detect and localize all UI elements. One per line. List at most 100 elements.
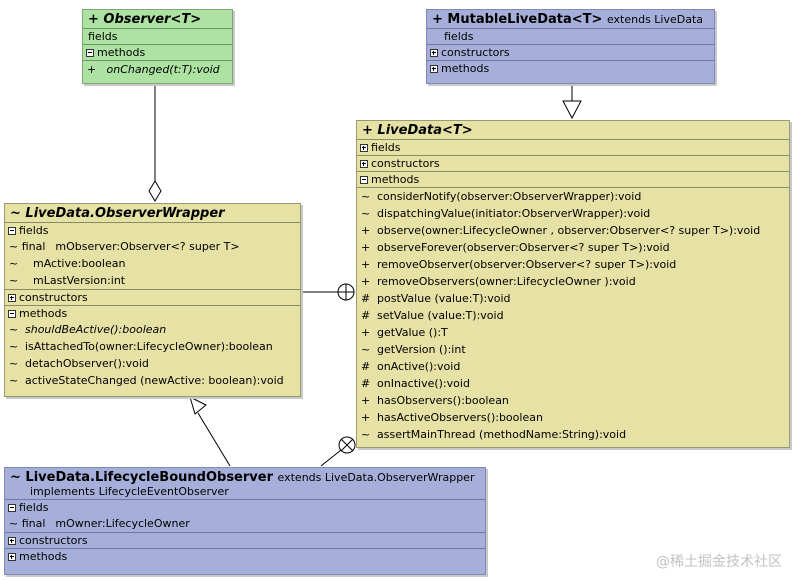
constructors-label: constructors [371, 157, 440, 170]
lifecycle-bound-observer-class[interactable]: ~ LiveData.LifecycleBoundObserver extend… [4, 467, 486, 575]
member-signature: detachObserver():void [25, 357, 149, 370]
collapse-icon[interactable] [8, 310, 16, 318]
expand-icon[interactable] [430, 65, 438, 73]
method-signature: onChanged(t:T):void [106, 63, 220, 76]
visibility-marker: ~ [361, 190, 371, 203]
member-signature: setValue (value:T):void [377, 309, 504, 322]
method-row: + onChanged(t:T):void [83, 61, 232, 78]
expand-icon[interactable] [8, 537, 16, 545]
constructors-section[interactable]: constructors [5, 533, 485, 549]
visibility-marker: + [361, 394, 371, 407]
member-row: #onInactive():void [357, 375, 789, 392]
mutable-livedata-class[interactable]: + MutableLiveData<T> extends LiveData fi… [426, 9, 715, 84]
class-title: ~ LiveData.ObserverWrapper [5, 204, 300, 223]
extends-clause: extends LiveData [606, 13, 704, 26]
visibility-marker: + [361, 224, 371, 237]
expand-icon[interactable] [8, 553, 16, 561]
observer-wrapper-class[interactable]: ~ LiveData.ObserverWrapper fields ~ fina… [4, 203, 301, 397]
method-list: ~shouldBeActive():boolean~isAttachedTo(o… [5, 321, 300, 389]
methods-section[interactable]: methods [427, 61, 714, 76]
class-title: + MutableLiveData<T> extends LiveData [427, 10, 714, 29]
collapse-icon[interactable] [86, 49, 94, 57]
methods-section[interactable]: methods [5, 549, 485, 564]
member-row: ~dispatchingValue(initiator:ObserverWrap… [357, 205, 789, 222]
livedata-class[interactable]: + LiveData<T> fields constructors method… [356, 120, 790, 448]
fields-section[interactable]: fields [5, 223, 300, 238]
class-title: + LiveData<T> [357, 121, 789, 140]
extends-clause: extends LiveData.ObserverWrapper [277, 471, 475, 484]
constructors-label: constructors [19, 291, 88, 304]
visibility-marker: ~ [9, 257, 19, 270]
visibility-marker: + [361, 411, 371, 424]
visibility-marker: # [361, 292, 371, 305]
visibility-marker: ~ [361, 343, 371, 356]
member-row: +removeObservers(owner:LifecycleOwner ):… [357, 273, 789, 290]
bound-nesting-line [320, 449, 342, 467]
visibility-marker: ~ [9, 274, 19, 287]
visibility-marker: ~ final [9, 517, 46, 530]
member-row: ~ getVersion ():int [357, 341, 789, 358]
fields-label: fields [19, 501, 49, 514]
visibility-marker: ~ [361, 207, 371, 220]
expand-icon[interactable] [430, 49, 438, 57]
bound-generalization-line [197, 412, 231, 467]
visibility-marker: + [361, 258, 371, 271]
visibility-marker: + [361, 241, 371, 254]
method-list: ~ considerNotify(observer:ObserverWrapper… [357, 188, 789, 443]
methods-section[interactable]: methods [357, 172, 789, 188]
member-signature: getVersion ():int [377, 343, 466, 356]
collapse-icon[interactable] [8, 227, 16, 235]
fields-section[interactable]: fields [5, 500, 485, 515]
generalization-arrow-wrapper [189, 396, 207, 415]
generalization-arrow-livedata [562, 100, 582, 120]
expand-icon[interactable] [360, 160, 368, 168]
member-signature: hasObservers():boolean [377, 394, 509, 407]
fields-label: fields [19, 224, 49, 237]
constructors-section[interactable]: constructors [357, 156, 789, 172]
member-signature: observeForever(observer:Observer<? super… [377, 241, 670, 254]
member-row: ~ assertMainThread (methodName:String):vo… [357, 426, 789, 443]
member-signature: postValue (value:T):void [377, 292, 511, 305]
methods-label: methods [97, 46, 146, 59]
constructors-label: constructors [441, 46, 510, 59]
member-signature: removeObservers(owner:LifecycleOwner ):v… [377, 275, 636, 288]
expand-icon[interactable] [8, 294, 16, 302]
observer-class[interactable]: + Observer<T> fields methods + onChanged… [82, 9, 233, 84]
member-row: +removeObserver(observer:Observer<? supe… [357, 256, 789, 273]
class-title: ~ LiveData.LifecycleBoundObserver extend… [5, 468, 485, 500]
member-signature: mActive:boolean [33, 257, 126, 270]
visibility-marker: ~ final [9, 240, 46, 253]
member-row: + observe(owner:LifecycleOwner , observer… [357, 222, 789, 239]
visibility-marker: ~ [9, 374, 19, 387]
collapse-icon[interactable] [8, 504, 16, 512]
member-signature: assertMainThread (methodName:String):voi… [377, 428, 627, 441]
methods-section[interactable]: methods [83, 45, 232, 61]
aggregation-diamond [148, 180, 162, 202]
collapse-icon[interactable] [360, 176, 368, 184]
constructors-section[interactable]: constructors [5, 290, 300, 306]
member-signature: considerNotify(observer:ObserverWrapper)… [377, 190, 642, 203]
member-row: ~mLastVersion:int [5, 272, 300, 289]
member-signature: observe(owner:LifecycleOwner , observer:… [377, 224, 761, 237]
class-name: + MutableLiveData<T> [432, 12, 603, 27]
fields-section[interactable]: fields [427, 29, 714, 45]
methods-section[interactable]: methods [5, 306, 300, 321]
visibility-marker: # [361, 360, 371, 373]
visibility-marker: ~ [9, 357, 19, 370]
methods-label: methods [19, 550, 68, 563]
member-row: # postValue (value:T):void [357, 290, 789, 307]
fields-section[interactable]: fields [83, 29, 232, 45]
fields-section[interactable]: fields [357, 140, 789, 156]
member-signature: onActive():void [377, 360, 461, 373]
visibility-marker: # [361, 309, 371, 322]
visibility-marker: ~ [361, 428, 371, 441]
constructors-label: constructors [19, 534, 88, 547]
expand-icon[interactable] [360, 144, 368, 152]
member-row: ~ mActive:boolean [5, 255, 300, 272]
constructors-section[interactable]: constructors [427, 45, 714, 61]
